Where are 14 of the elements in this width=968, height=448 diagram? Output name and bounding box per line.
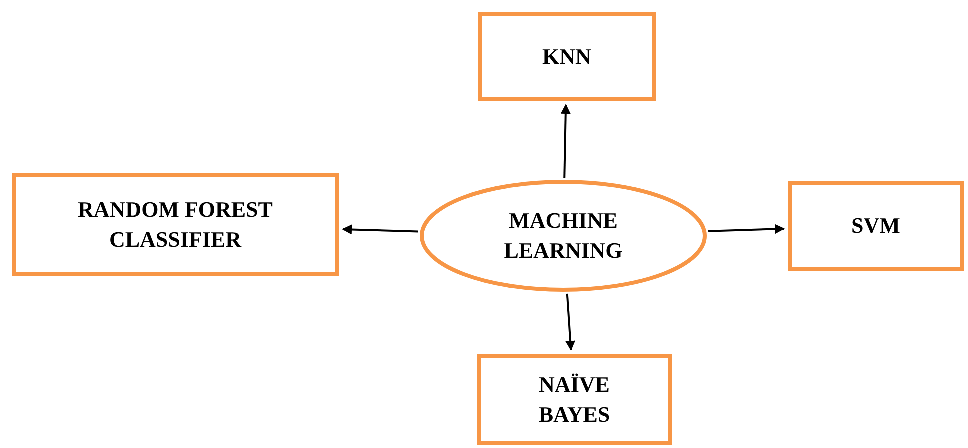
node-label: SVM [852,212,900,240]
node-label: RANDOM FOREST CLASSIFIER [77,196,274,254]
arrow [566,294,576,351]
arrow [342,224,418,235]
ellipse-node [420,180,707,292]
node-label: MACHINE LEARNING [503,207,624,265]
process-box [477,354,672,445]
node-label: KNN [542,42,592,71]
process-box [478,12,656,101]
arrow [560,104,571,178]
process-box [12,173,339,276]
process-box [788,181,964,271]
arrow [708,224,785,234]
node-label: NAÏVE BAYES [538,370,612,428]
